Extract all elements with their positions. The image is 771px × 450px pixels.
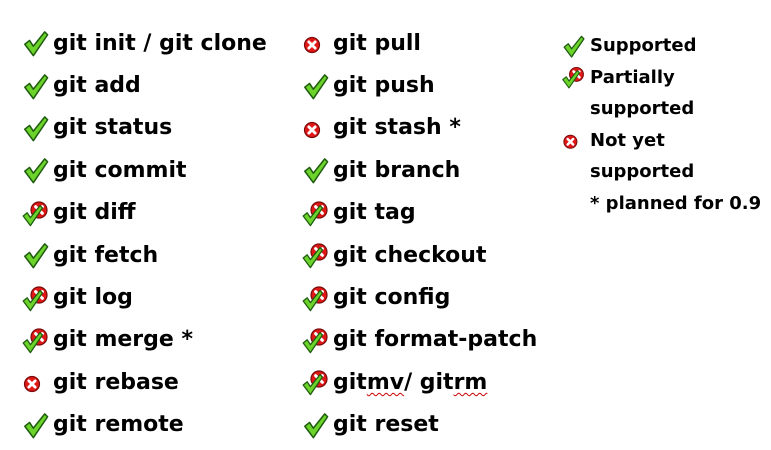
command-label: git stash * [333,115,461,141]
legend-not-yet: Not yet [560,125,761,157]
command-label: git status [53,115,173,141]
check-icon [300,155,330,185]
command-label: git commit [53,157,187,183]
command-row: git branch [300,149,537,191]
command-label: git checkout [333,242,487,268]
command-label: git push [333,73,435,99]
command-row: git format-patch [300,319,537,361]
command-label: git init / git clone [53,30,267,56]
command-row: git log [20,276,267,318]
command-label: git fetch [53,242,159,268]
check-icon [300,410,330,440]
command-label: git [333,369,367,395]
command-row: git config [300,276,537,318]
command-row: git init / git clone [20,22,267,64]
command-label: git log [53,285,133,311]
check-icon [20,410,50,440]
command-row: git commit [20,149,267,191]
command-row: git rebase [20,361,267,403]
legend-note: * planned for 0.9 [560,188,761,220]
partial-check-x-icon [300,283,330,313]
check-icon [20,155,50,185]
partial-check-x-icon [20,283,50,313]
command-row: git pull [300,22,537,64]
x-circle-icon [300,28,330,58]
partial-check-x-icon [300,367,330,397]
check-icon [20,71,50,101]
legend-supported-label: Supported [590,35,697,57]
check-icon [560,33,586,59]
command-label: git merge * [53,327,193,353]
command-row: git remote [20,404,267,446]
legend-not-yet-2: supported [560,156,761,188]
command-label: git rebase [53,369,179,395]
x-circle-icon [300,113,330,143]
command-row: git diff [20,192,267,234]
command-label: mv [366,369,405,395]
legend-supported: Supported [560,30,761,62]
command-column-2: git pull git push git stash * git branch git… [300,22,537,446]
command-row: git stash * [300,107,537,149]
command-row: git tag [300,192,537,234]
command-row: git reset [300,404,537,446]
legend-note-label: * planned for 0.9 [590,192,762,214]
partial-check-x-icon [20,325,50,355]
x-circle-icon [20,367,50,397]
command-row: git merge * [20,319,267,361]
legend-not-yet-label-2: supported [590,161,695,183]
legend-partial-2: supported [560,93,761,125]
command-row: git checkout [300,234,537,276]
legend: Supported Partially supported Not yet su… [560,30,761,219]
partial-check-x-icon [300,198,330,228]
command-label: git diff [53,200,136,226]
check-icon [20,28,50,58]
check-icon [300,71,330,101]
check-icon [20,240,50,270]
command-label: rm [453,369,488,395]
check-icon [20,113,50,143]
x-circle-icon [560,127,586,153]
command-label: git pull [333,30,421,56]
command-column-1: git init / git clone git add git status git… [20,22,267,446]
command-row: git push [300,64,537,106]
command-label: / git [404,369,454,395]
command-label: git tag [333,200,416,226]
command-row: git status [20,107,267,149]
partial-check-x-icon [300,325,330,355]
command-label: git config [333,285,451,311]
command-label: git format-patch [333,327,538,353]
command-row: git mv / git rm [300,361,537,403]
command-row: git fetch [20,234,267,276]
partial-check-x-icon [300,240,330,270]
command-label: git branch [333,157,461,183]
legend-partial-label-2: supported [590,98,695,120]
legend-not-yet-label-1: Not yet [590,129,665,151]
legend-partial-label-1: Partially [590,66,675,88]
command-label: git reset [333,412,439,438]
command-row: git add [20,64,267,106]
command-label: git add [53,73,141,99]
legend-partial: Partially [560,62,761,94]
partial-check-x-icon [560,64,586,90]
partial-check-x-icon [20,198,50,228]
command-label: git remote [53,412,184,438]
